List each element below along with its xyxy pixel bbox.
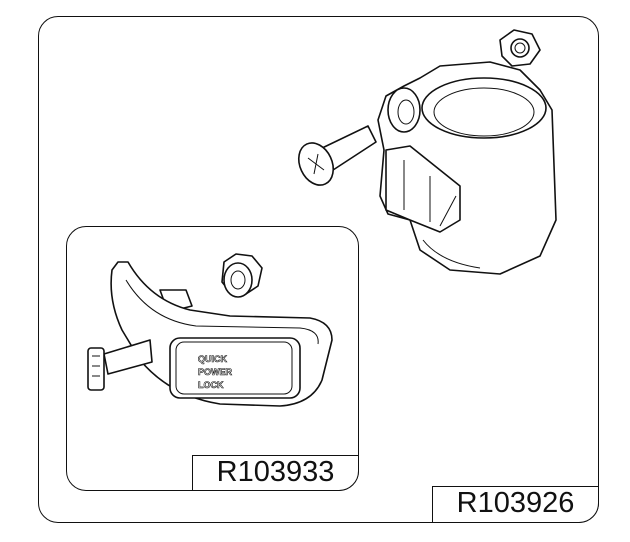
quick-power-lock-lever: QUICK POWER LOCK <box>87 261 333 407</box>
logo-line-3: LOCK <box>198 380 224 390</box>
kit-part-number-label: R103926 <box>432 486 599 523</box>
sub-part-number-label: R103933 <box>192 455 359 491</box>
flange-nut <box>221 253 263 298</box>
logo-line-1: QUICK <box>198 354 228 364</box>
bolt <box>297 125 377 186</box>
logo-line-2: POWER <box>198 367 233 377</box>
clamp-body <box>377 61 557 275</box>
hex-nut <box>499 29 541 67</box>
